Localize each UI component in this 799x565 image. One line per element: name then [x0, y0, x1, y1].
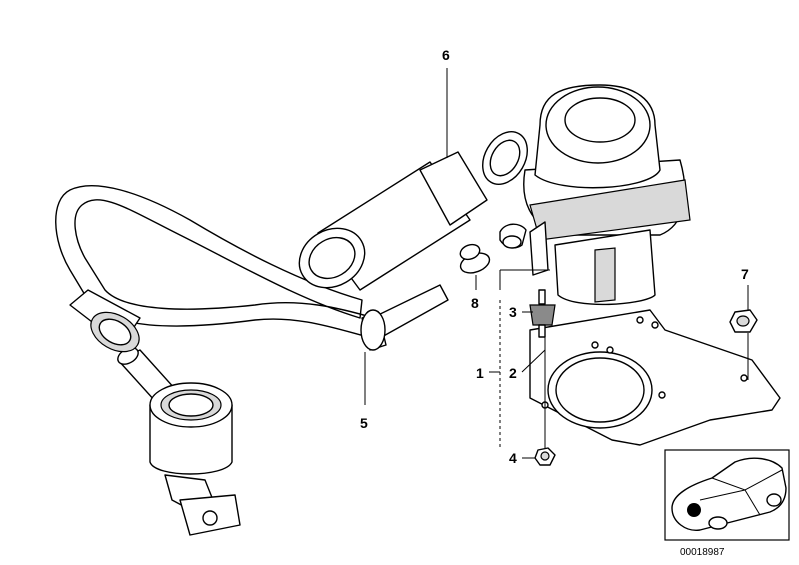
rubber-mount [529, 289, 556, 338]
mounting-bracket [529, 309, 781, 446]
callout-8: 8 [471, 295, 479, 311]
callout-2: 2 [509, 365, 517, 381]
diagram-reference-number: 00018987 [680, 547, 725, 558]
intake-duct [298, 131, 528, 291]
callout-1: 1 [476, 365, 484, 381]
callout-5: 5 [360, 415, 368, 431]
check-valve [149, 382, 241, 536]
callout-4: 4 [509, 450, 517, 466]
callout-6: 6 [442, 47, 450, 63]
callout-labels: 6 5 7 8 3 1 2 4 [360, 47, 749, 466]
vehicle-location-inset: 00018987 [664, 449, 790, 558]
callout-7: 7 [741, 266, 749, 282]
hex-nut-bottom [534, 447, 556, 466]
location-marker [687, 503, 701, 517]
air-pump [499, 84, 691, 306]
air-hose [55, 184, 449, 339]
hose-clamp [459, 243, 491, 274]
hose-coupling [69, 289, 141, 353]
hex-nut-top [729, 309, 758, 333]
hose-band-clamp [360, 309, 387, 351]
callout-3: 3 [509, 304, 517, 320]
leader-lines [364, 68, 749, 459]
